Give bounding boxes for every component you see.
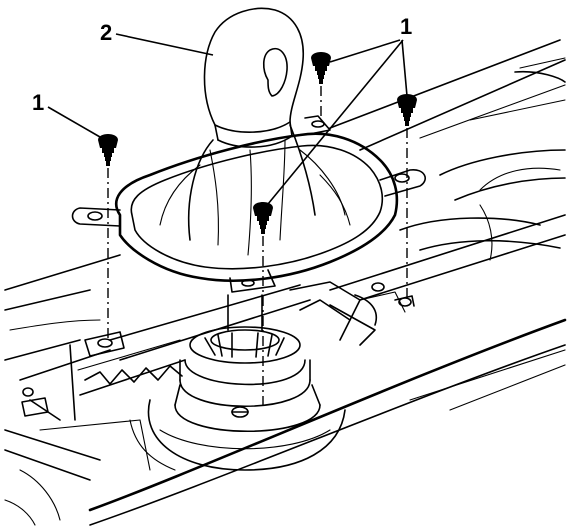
console-background xyxy=(4,39,567,526)
leader-screw-front xyxy=(267,39,404,205)
leader-screw-left xyxy=(47,106,101,138)
screw-right xyxy=(397,94,417,298)
screw-front-center xyxy=(253,202,273,405)
callout-label-1-top: 1 xyxy=(400,14,412,39)
callout-label-1-left: 1 xyxy=(32,90,44,115)
leader-knob xyxy=(115,33,214,56)
callout-label-2: 2 xyxy=(100,20,112,45)
shifter-base-assembly xyxy=(129,294,346,471)
screw-upper-center xyxy=(311,52,331,116)
leader-lines xyxy=(47,33,408,205)
screw-left xyxy=(98,134,118,338)
leader-screw-right xyxy=(401,39,408,97)
leader-screw-upper xyxy=(329,39,401,63)
shift-boot-bezel xyxy=(71,7,426,293)
